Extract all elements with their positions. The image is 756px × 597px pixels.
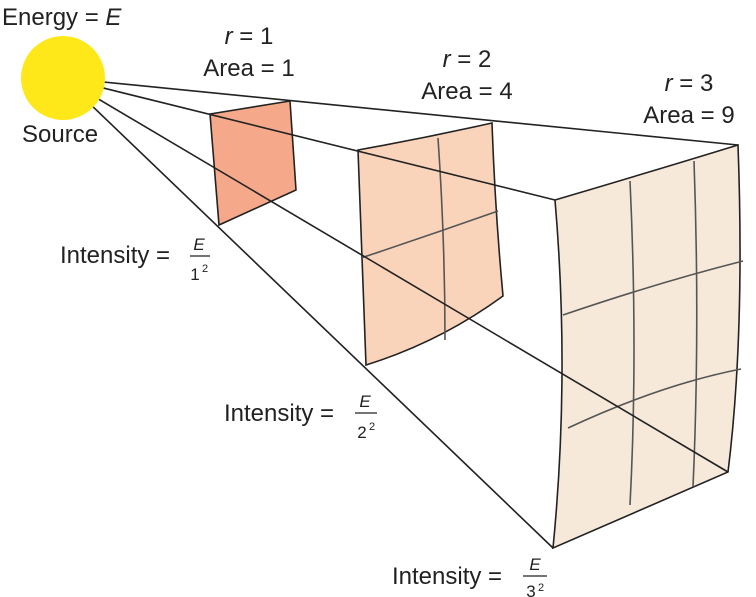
intensity-numerator-r2: E (359, 392, 371, 411)
surface-r3 (552, 143, 744, 550)
surface-r2 (357, 122, 504, 367)
surface-r2-fill (357, 122, 504, 367)
intensity-label-r3: Intensity = E 3 2 (392, 555, 547, 597)
surface-r2-grid (360, 137, 499, 341)
radius-label-r2: r = 2 (443, 46, 492, 73)
intensity-text-r2: Intensity = (224, 400, 334, 427)
intensity-denominator-r3: 3 (526, 582, 535, 597)
radius-label-r3: r = 3 (665, 70, 714, 97)
intensity-exponent-r2: 2 (369, 421, 375, 433)
area-label-r1: Area = 1 (203, 55, 294, 82)
surface-r1-fill (209, 100, 297, 227)
projection-rays (62, 77, 739, 549)
intensity-text-r1: Intensity = (60, 242, 170, 269)
intensity-label-r2: Intensity = E 2 2 (224, 392, 377, 442)
intensity-exponent-r3: 2 (538, 582, 544, 594)
area-label-r3: Area = 9 (643, 102, 734, 129)
intensity-text-r3: Intensity = (392, 563, 502, 590)
intensity-denominator-r2: 2 (357, 423, 366, 442)
intensity-exponent-r1: 2 (202, 263, 208, 275)
energy-source (21, 36, 105, 120)
energy-label: Energy = E (2, 4, 122, 31)
area-label-r2: Area = 4 (421, 78, 512, 105)
intensity-numerator-r1: E (193, 235, 205, 254)
radius-label-r1: r = 1 (225, 23, 274, 50)
surface-r3-grid (562, 160, 744, 506)
intensity-label-r1: Intensity = E 1 2 (60, 235, 210, 284)
source-label: Source (22, 121, 98, 148)
surface-r3-fill (552, 143, 741, 550)
intensity-denominator-r1: 1 (190, 265, 199, 284)
intensity-numerator-r3: E (529, 555, 541, 574)
